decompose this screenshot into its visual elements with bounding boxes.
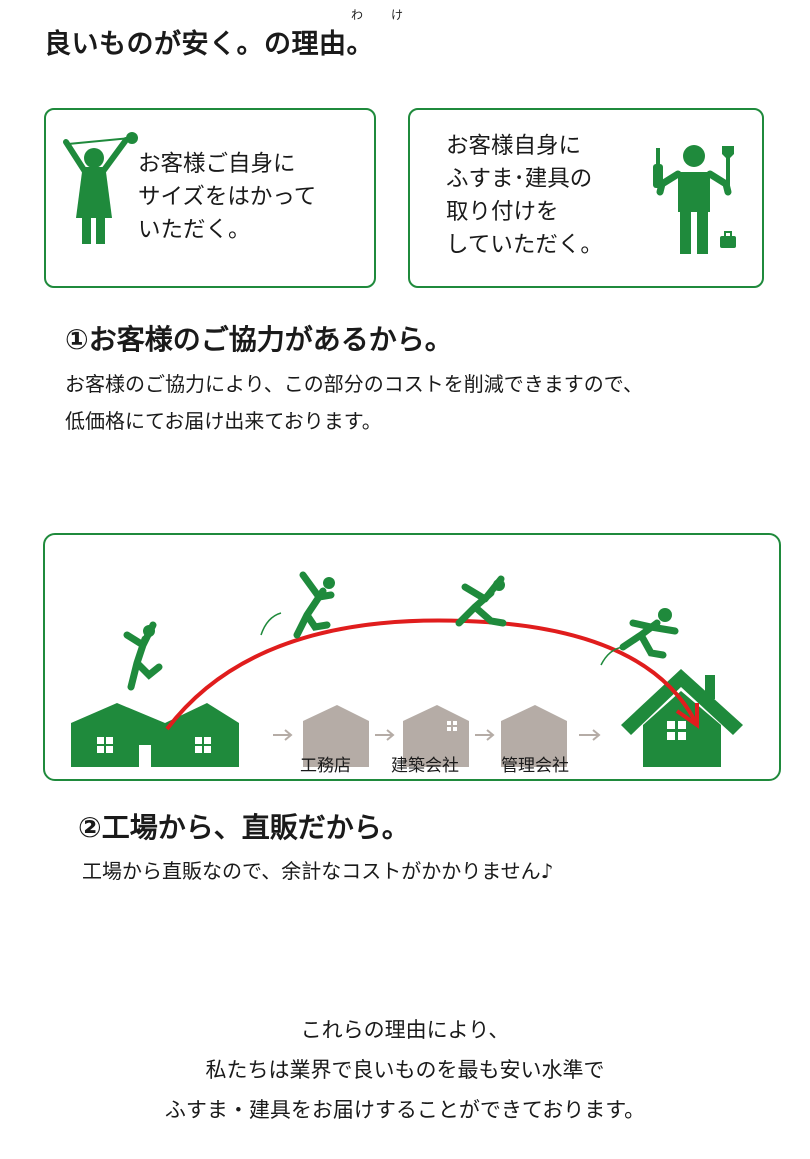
closing-statement: これらの理由により、 私たちは業界で良いものを最も安い水準で ふすま・建具をお届… [164, 1018, 646, 1122]
middleman-building-icons [303, 705, 567, 767]
ruby-ke: け [391, 8, 404, 22]
jumping-person-icons [123, 571, 679, 691]
measuring-person-icon [63, 132, 138, 244]
reason2-body: 工場から直販なので、余計なコストがかかりません♪ [82, 859, 554, 883]
arrow-icons [273, 729, 601, 741]
flow-label-contractor: 工務店 [300, 756, 351, 776]
ruby-wa: わ [351, 8, 364, 22]
customer-house-icon [621, 669, 743, 767]
reason1-title: ①お客様のご協力があるから。 [65, 323, 453, 356]
measure-card-text: お客様ご自身に サイズをはかって いただく。 [138, 151, 317, 243]
install-card-text: お客様自身に ふすま･建具の 取り付けを していただく。 [446, 133, 603, 258]
flow-label-construction-company: 建築会社 [391, 756, 459, 776]
flow-illustration [71, 571, 743, 767]
motion-line-icons [260, 612, 624, 666]
reason2-title: ②工場から、直販だから。 [78, 811, 410, 844]
flow-label-management-company: 管理会社 [501, 756, 569, 776]
installer-person-icon [653, 145, 736, 254]
page-title-main: 良いものが安く。の理 [44, 29, 319, 60]
page-title-ruby-group: わ け由。 [319, 8, 403, 61]
arc-arrowhead-icon [675, 703, 699, 729]
install-card: お客様自身に ふすま･建具の 取り付けを していただく。 [408, 108, 764, 288]
page-title: 良いものが安く。の理 わ け由。 [44, 8, 403, 61]
page-title-end: 由。 [319, 29, 374, 60]
measure-card: お客様ご自身に サイズをはかって いただく。 [44, 108, 376, 288]
reason1-body: お客様のご協力により、この部分のコストを削減できますので、 低価格にてお届け出来… [65, 372, 643, 433]
factory-house-icon [71, 703, 239, 767]
distribution-flow-diagram: 工務店 建築会社 管理会社 [43, 533, 781, 781]
